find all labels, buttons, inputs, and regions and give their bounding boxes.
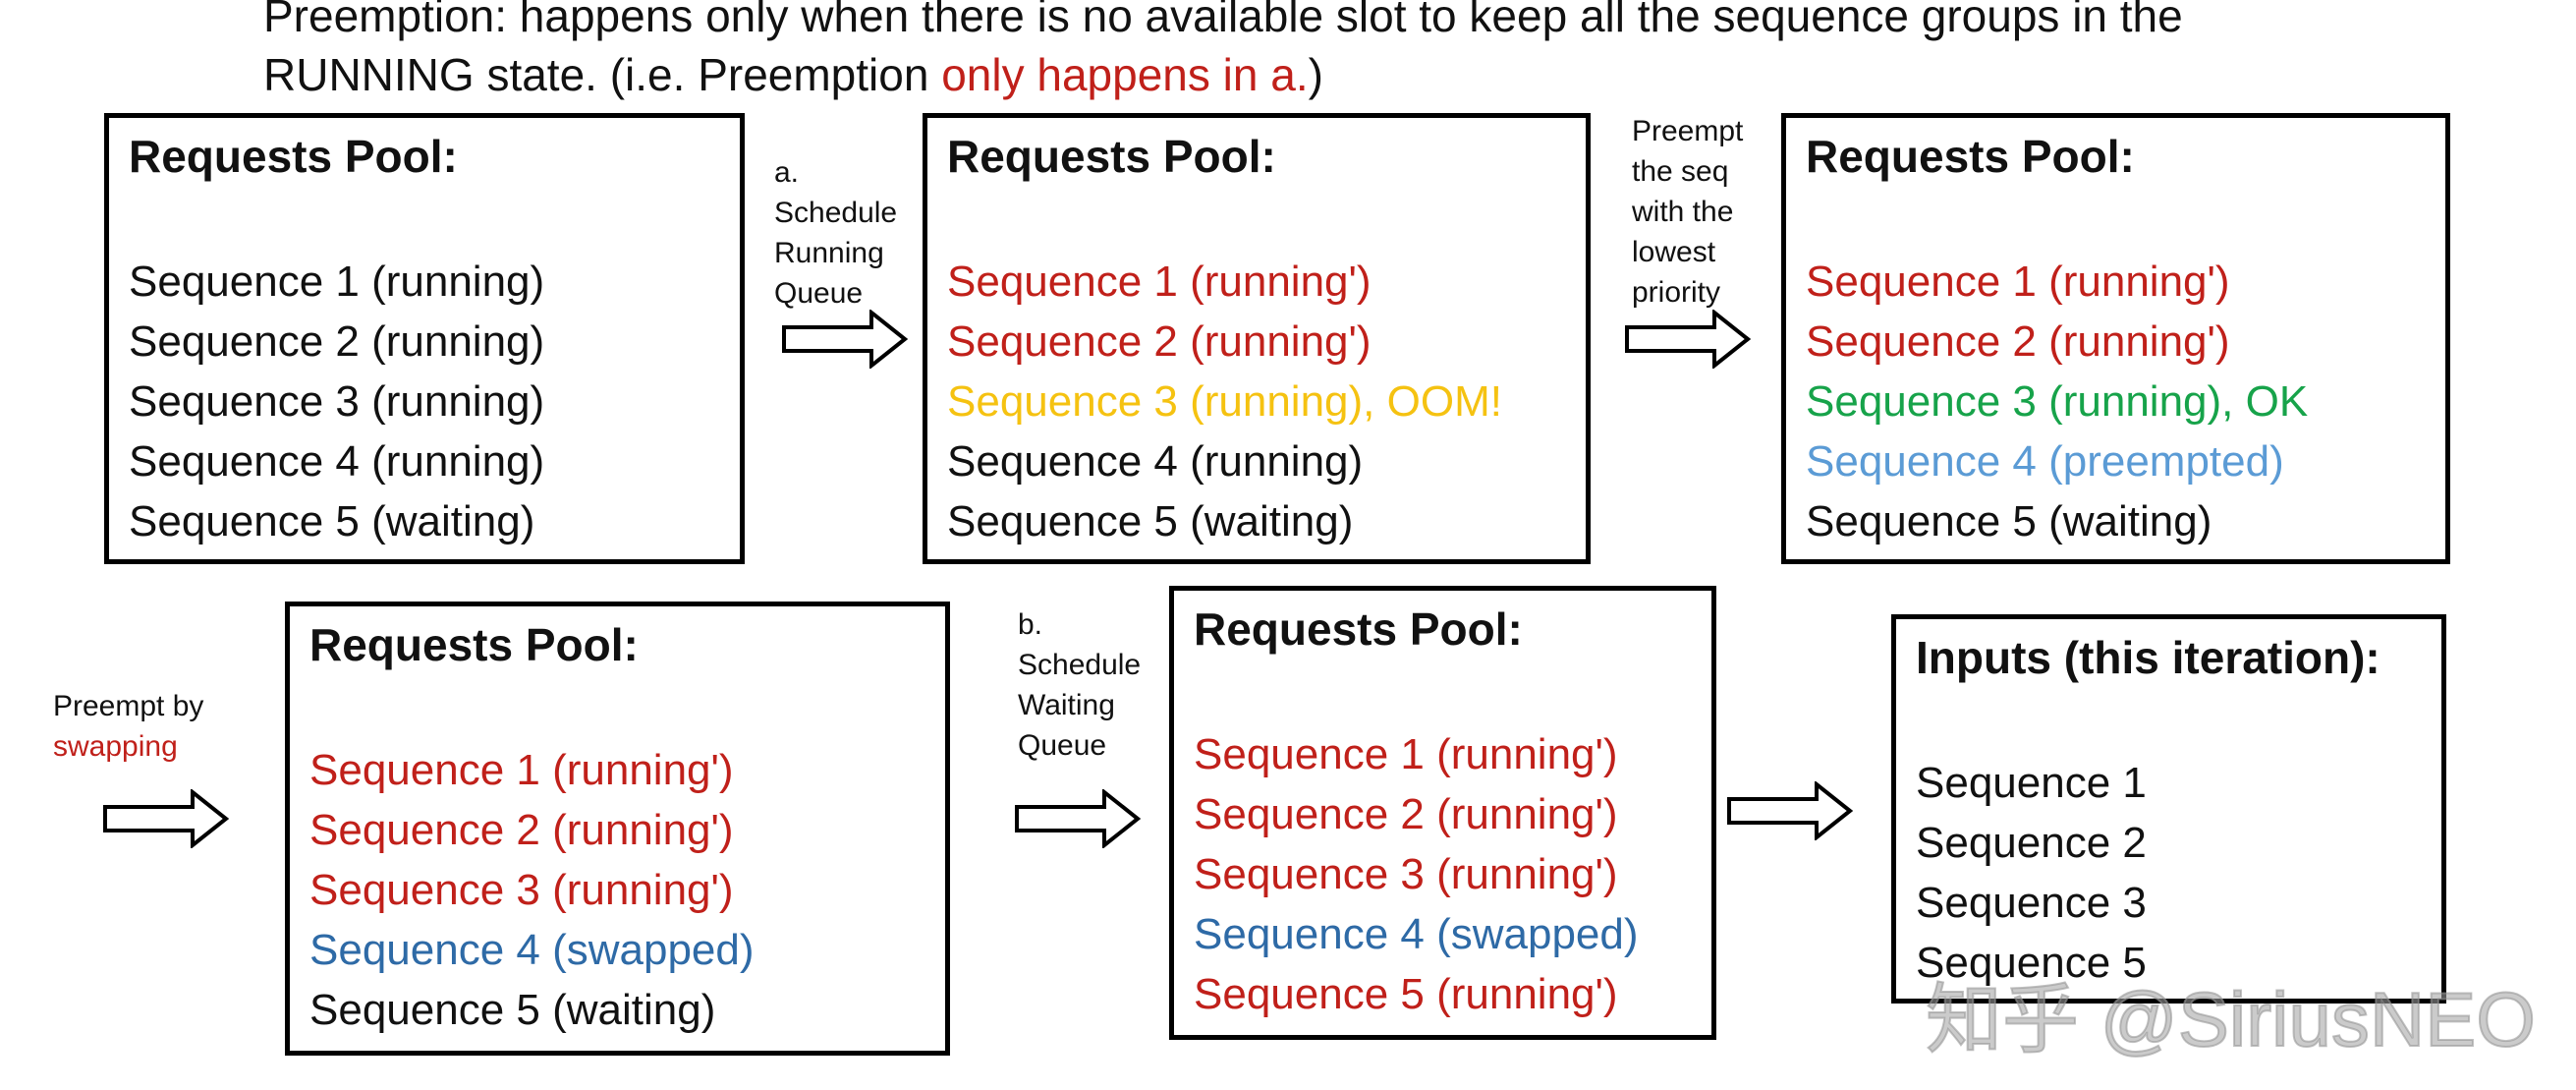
requests-pool-initial: Requests Pool: Sequence 1 (running) Sequ… — [104, 113, 745, 564]
requests-pool-schedule-running: Requests Pool: Sequence 1 (running') Seq… — [923, 113, 1591, 564]
sequence-line: Sequence 2 — [1916, 819, 2147, 867]
sequence-line: Sequence 5 (waiting) — [1806, 497, 2212, 545]
sequence-line: Sequence 2 (running') — [1806, 317, 2230, 366]
step-label-word: Preempt — [1632, 115, 1744, 147]
sequence-line: Sequence 4 (running) — [129, 437, 545, 486]
box-title: Requests Pool: — [947, 131, 1276, 182]
step-label-word: swapping — [53, 730, 178, 763]
sequence-line: Sequence 2 (running') — [947, 317, 1372, 366]
sequence-line: Sequence 2 (running') — [1194, 790, 1618, 838]
step-schedule-waiting-label: b. Schedule Waiting Queue — [1018, 604, 1141, 766]
sequence-line: Sequence 3 (running') — [1194, 850, 1618, 898]
step-label-word: Schedule — [1018, 649, 1142, 681]
step-schedule-running-label: a. Schedule Running Queue — [774, 152, 897, 314]
step-label-word: lowest — [1632, 236, 1716, 268]
step-label-word: Running — [774, 237, 884, 269]
step-label-word: with the — [1632, 196, 1734, 228]
sequence-line: Sequence 5 (running') — [1194, 970, 1618, 1018]
right-arrow-icon — [1015, 789, 1142, 848]
sequence-line: Sequence 3 (running), OK — [1806, 377, 2309, 426]
sequence-line: Sequence 4 (preempted) — [1806, 437, 2284, 486]
step-preempt-swapping-label: Preempt by swapping — [53, 686, 203, 767]
sequence-line: Sequence 5 — [1916, 939, 2147, 987]
sequence-line: Sequence 1 (running') — [1806, 258, 2230, 306]
sequence-line: Sequence 1 (running') — [1194, 730, 1618, 778]
sequence-line: Sequence 4 (swapped) — [309, 926, 755, 974]
sequence-line: Sequence 2 (running') — [309, 806, 734, 854]
right-arrow-icon — [103, 789, 230, 848]
right-arrow-icon — [782, 310, 909, 369]
requests-pool-preempt-lowest: Requests Pool: Sequence 1 (running') Seq… — [1781, 113, 2450, 564]
watermark: 知乎 @SiriusNEO — [1925, 975, 2537, 1063]
caption: Preemption: happens only when there is n… — [263, 0, 2183, 104]
step-label-word: Preempt by — [53, 690, 204, 722]
sequence-line: Sequence 4 (swapped) — [1194, 910, 1639, 958]
right-arrow-icon — [1727, 781, 1854, 840]
box-title: Requests Pool: — [1806, 131, 2135, 182]
box-title: Requests Pool: — [1194, 603, 1523, 655]
sequence-line: Sequence 1 — [1916, 759, 2147, 807]
sequence-line: Sequence 3 — [1916, 879, 2147, 927]
step-label-word: a. — [774, 156, 800, 189]
sequence-line: Sequence 1 (running') — [309, 746, 734, 794]
sequence-line: Sequence 4 (running) — [947, 437, 1364, 486]
box-title: Requests Pool: — [129, 131, 458, 182]
right-arrow-icon — [1625, 310, 1752, 369]
requests-pool-schedule-waiting: Requests Pool: Sequence 1 (running') Seq… — [1169, 586, 1716, 1040]
sequence-line: Sequence 2 (running) — [129, 317, 545, 366]
box-title: Inputs (this iteration): — [1916, 632, 2380, 683]
step-label-word: b. — [1018, 608, 1043, 641]
step-label-word: Queue — [774, 277, 864, 310]
sequence-line: Sequence 1 (running') — [947, 258, 1372, 306]
sequence-line: Sequence 5 (waiting) — [947, 497, 1354, 545]
step-label-word: Queue — [1018, 729, 1107, 762]
box-title: Requests Pool: — [309, 619, 639, 670]
inputs-this-iteration: Inputs (this iteration): Sequence 1 Sequ… — [1891, 614, 2446, 1004]
caption-line-1: Preemption: happens only when there is n… — [263, 0, 2183, 41]
sequence-line: Sequence 5 (waiting) — [129, 497, 535, 545]
step-label-word: Waiting — [1018, 689, 1115, 721]
sequence-line: Sequence 3 (running), OOM! — [947, 377, 1502, 426]
step-preempt-lowest-label: Preempt the seq with the lowest priority — [1632, 111, 1743, 313]
caption-line-2-suffix: ) — [1308, 49, 1323, 100]
sequence-line: Sequence 3 (running) — [129, 377, 545, 426]
caption-line-2: RUNNING state. (i.e. Preemption only hap… — [263, 45, 2183, 104]
requests-pool-swapped: Requests Pool: Sequence 1 (running') Seq… — [285, 602, 950, 1056]
sequence-line: Sequence 3 (running') — [309, 866, 734, 914]
step-label-word: the seq — [1632, 155, 1729, 188]
sequence-line: Sequence 1 (running) — [129, 258, 545, 306]
step-label-word: Schedule — [774, 197, 898, 229]
caption-line-2-prefix: RUNNING state. (i.e. Preemption — [263, 49, 942, 100]
caption-line-2-highlight: only happens in a. — [941, 49, 1309, 100]
step-label-word: priority — [1632, 276, 1721, 309]
sequence-line: Sequence 5 (waiting) — [309, 986, 716, 1034]
